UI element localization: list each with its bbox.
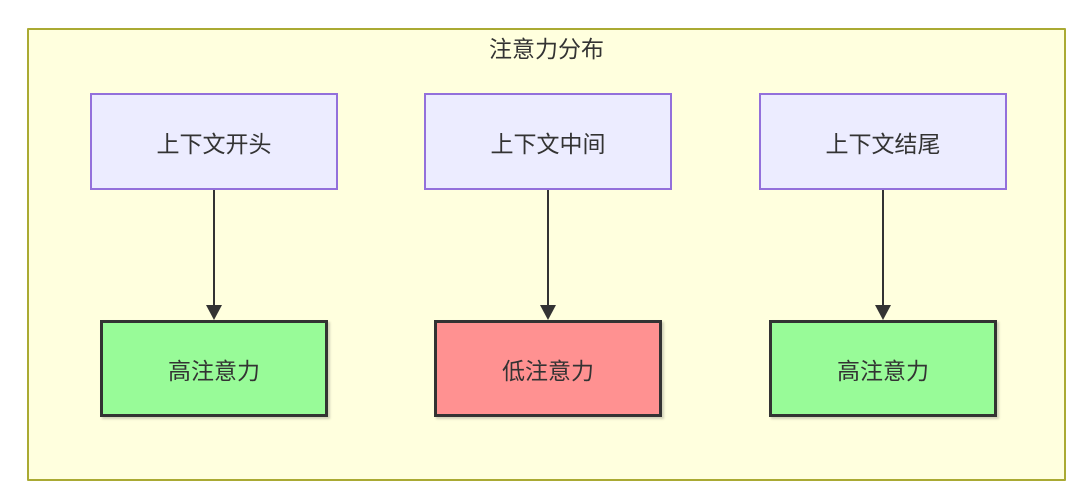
node-label: 低注意力 [502, 357, 594, 384]
node-context-start: 上下文开头 [90, 93, 338, 190]
node-label: 高注意力 [168, 357, 260, 384]
arrow-down-icon [206, 190, 222, 320]
node-label: 高注意力 [837, 357, 929, 384]
node-context-end: 上下文结尾 [759, 93, 1007, 190]
arrow-down-icon [540, 190, 556, 320]
node-context-middle: 上下文中间 [424, 93, 672, 190]
arrow-down-icon [875, 190, 891, 320]
node-low-attention-middle: 低注意力 [434, 320, 662, 417]
node-high-attention-start: 高注意力 [100, 320, 328, 417]
node-label: 上下文开头 [156, 130, 272, 157]
node-label: 上下文中间 [490, 130, 606, 157]
node-label: 上下文结尾 [825, 130, 941, 157]
diagram-title: 注意力分布 [489, 36, 604, 62]
node-high-attention-end: 高注意力 [769, 320, 997, 417]
